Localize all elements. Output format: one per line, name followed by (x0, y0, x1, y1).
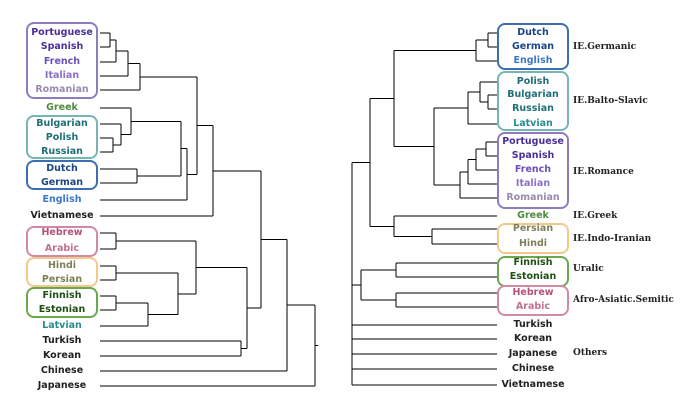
left-leaf-romanian: Romanian (35, 84, 89, 95)
right-leaf-hindi: Hindi (518, 238, 548, 249)
group-label-uralic: Uralic (573, 264, 604, 274)
right-leaf-estonian: Estonian (509, 271, 557, 282)
left-box-balto-slavic (26, 115, 98, 159)
left-leaf-hindi: Hindi (47, 260, 77, 271)
left-leaf-arabic: Arabic (44, 243, 80, 254)
right-leaf-turkish: Turkish (513, 319, 553, 330)
right-leaf-polish: Polish (516, 76, 550, 87)
left-leaf-french: French (43, 56, 81, 67)
right-leaf-latvian: Latvian (513, 118, 553, 129)
left-box-uralic (26, 287, 98, 318)
right-leaf-italian: Italian (515, 178, 551, 189)
right-leaf-portuguese: Portuguese (502, 136, 564, 147)
right-leaf-japanese: Japanese (508, 348, 558, 359)
left-leaf-latvian: Latvian (42, 320, 82, 331)
left-leaf-portuguese: Portuguese (31, 27, 93, 38)
right-leaf-german: German (512, 41, 554, 52)
right-leaf-dutch: Dutch (517, 27, 549, 38)
left-leaf-turkish: Turkish (42, 335, 82, 346)
left-leaf-korean: Korean (42, 350, 82, 361)
left-leaf-greek: Greek (46, 102, 78, 113)
left-leaf-finnish: Finnish (42, 290, 82, 301)
right-leaf-arabic: Arabic (515, 301, 551, 312)
left-leaf-persian: Persian (41, 274, 83, 285)
right-leaf-korean: Korean (513, 333, 553, 344)
right-leaf-russian: Russian (512, 103, 554, 114)
left-leaf-vietnamese: Vietnamese (30, 210, 94, 221)
left-leaf-polish: Polish (45, 132, 79, 143)
left-box-indo-iranian (26, 257, 98, 287)
left-leaf-spanish: Spanish (40, 41, 84, 52)
right-leaf-chinese: Chinese (511, 363, 555, 374)
left-box-germanic (26, 160, 98, 190)
left-leaf-japanese: Japanese (37, 380, 87, 391)
left-leaf-italian: Italian (44, 70, 80, 81)
right-leaf-hebrew: Hebrew (512, 287, 554, 298)
group-label-others: Others (573, 348, 608, 358)
group-label-semitic: Afro-Asiatic.Semitic (573, 295, 674, 305)
left-leaf-german: German (41, 177, 83, 188)
right-box-balto-slavic (497, 71, 569, 131)
left-leaf-chinese: Chinese (40, 365, 84, 376)
group-label-indo-iranian: IE.Indo-Iranian (573, 234, 652, 244)
left-leaf-russian: Russian (41, 146, 83, 157)
right-box-semitic (497, 285, 569, 316)
left-leaf-english: English (42, 194, 82, 205)
left-leaf-hebrew: Hebrew (41, 227, 83, 238)
right-leaf-romanian: Romanian (506, 192, 560, 203)
group-label-balto-slavic: IE.Balto-Slavic (573, 96, 648, 106)
right-leaf-vietnamese: Vietnamese (501, 379, 565, 390)
group-label-germanic: IE.Germanic (573, 42, 637, 52)
right-box-romance (497, 132, 569, 209)
left-leaf-dutch: Dutch (46, 163, 78, 174)
right-box-indo-iranian (497, 223, 569, 254)
right-leaf-spanish: Spanish (511, 150, 555, 161)
right-leaf-french: French (514, 164, 552, 175)
left-leaf-bulgarian: Bulgarian (36, 118, 88, 129)
right-leaf-bulgarian: Bulgarian (507, 89, 559, 100)
group-label-greek: IE.Greek (573, 211, 618, 221)
right-leaf-greek: Greek (517, 210, 549, 221)
left-box-romance (26, 22, 98, 99)
right-leaf-english: English (513, 55, 553, 66)
right-leaf-persian: Persian (512, 223, 554, 234)
left-leaf-estonian: Estonian (38, 304, 86, 315)
right-box-germanic (497, 23, 569, 70)
group-label-romance: IE.Romance (573, 167, 634, 177)
right-leaf-finnish: Finnish (513, 257, 553, 268)
left-box-semitic (26, 226, 98, 257)
